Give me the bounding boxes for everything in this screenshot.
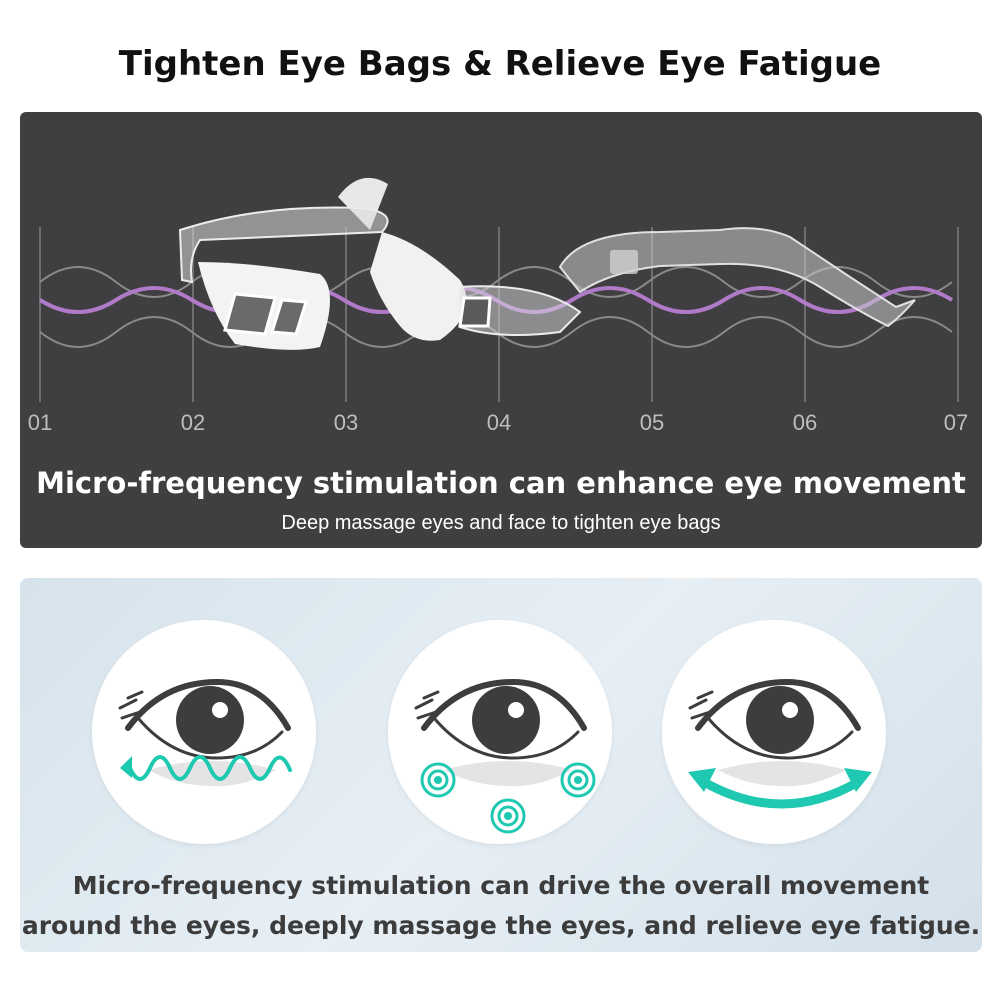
panel-title: Micro-frequency stimulation can enhance … bbox=[36, 466, 966, 500]
wave-illustration bbox=[38, 177, 959, 402]
panel-subtitle: Deep massage eyes and face to tighten ey… bbox=[281, 512, 721, 534]
tick-label: 01 bbox=[27, 410, 53, 435]
tick-label: 02 bbox=[180, 410, 206, 435]
tick-label: 06 bbox=[792, 410, 818, 435]
benefit-description: Micro-frequency stimulation can drive th… bbox=[20, 866, 982, 946]
eye-massager-device bbox=[178, 177, 916, 350]
eye-lift-arrow-icon bbox=[662, 620, 886, 844]
eye-acupoint-pulse-icon bbox=[388, 620, 612, 844]
tick-label: 04 bbox=[486, 410, 512, 435]
tick-label: 07 bbox=[943, 410, 969, 435]
benefit-line-1: Micro-frequency stimulation can drive th… bbox=[72, 871, 930, 900]
benefit-line-2: around the eyes, deeply massage the eyes… bbox=[21, 911, 981, 940]
eye-benefits-panel: Micro-frequency stimulation can drive th… bbox=[20, 578, 982, 952]
tick-label: 05 bbox=[639, 410, 665, 435]
micro-frequency-panel: 01 02 03 04 05 06 07 Micro-frequency sti… bbox=[20, 112, 982, 548]
eye-wave-massage-icon bbox=[92, 620, 316, 844]
tick-label: 03 bbox=[333, 410, 359, 435]
headline: Tighten Eye Bags & Relieve Eye Fatigue bbox=[118, 44, 882, 84]
